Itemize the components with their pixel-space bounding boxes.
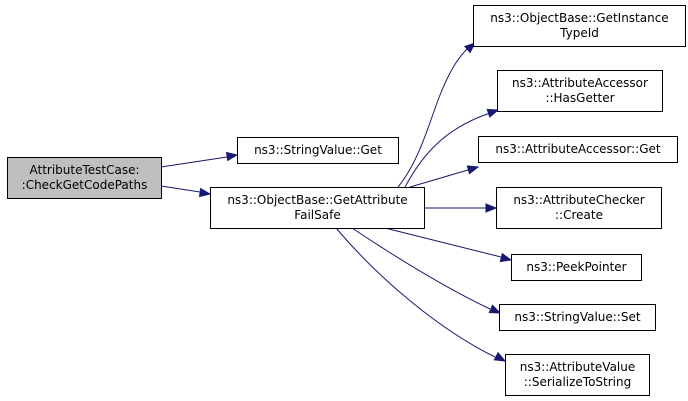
node-checker-create[interactable]: ns3::AttributeChecker::Create [496, 187, 662, 229]
arrowhead-checker_create [485, 203, 498, 213]
node-label-line: ns3::AttributeAccessor [512, 76, 648, 90]
arrowhead-serialize_to_string [493, 351, 507, 362]
node-box [7, 157, 162, 199]
node-label-line: AttributeTestCase: [29, 163, 139, 177]
node-box [505, 354, 650, 396]
edge-get_attribute_fail_safe-to-has_getter [404, 112, 491, 188]
edges [160, 42, 513, 362]
node-label-line: ns3::ObjectBase::GetInstance [490, 11, 668, 25]
node-label-line: ns3::PeekPointer [526, 260, 626, 274]
node-label-line: ns3::AttributeAccessor::Get [495, 142, 660, 156]
node-box [497, 70, 663, 112]
edge-get_attribute_fail_safe-to-serialize_to_string [335, 227, 496, 358]
edge-get_attribute_fail_safe-to-string_value_set [351, 227, 491, 310]
node-box [237, 137, 399, 164]
node-label-line: ns3::AttributeChecker [513, 193, 644, 207]
node-has-getter[interactable]: ns3::AttributeAccessor::HasGetter [497, 70, 663, 112]
node-box [473, 5, 686, 47]
node-label-line: ns3::StringValue::Set [514, 310, 640, 324]
node-label-line: FailSafe [294, 208, 340, 222]
node-accessor-get[interactable]: ns3::AttributeAccessor::Get [478, 136, 678, 163]
node-box [499, 304, 656, 331]
node-string-value-set[interactable]: ns3::StringValue::Set [499, 304, 656, 331]
node-root[interactable]: AttributeTestCase::CheckGetCodePaths [7, 157, 162, 199]
node-label-line: :CheckGetCodePaths [22, 178, 148, 192]
edge-get_attribute_fail_safe-to-accessor_get [409, 169, 469, 188]
node-label-line: ::Create [555, 208, 603, 222]
node-label-line: ::SerializeToString [524, 375, 632, 389]
arrowhead-get_instance_type_id [464, 42, 477, 54]
node-label-line: TypeId [559, 26, 599, 40]
node-label-line: ::HasGetter [545, 91, 614, 105]
edge-root-to-get_attribute_fail_safe [160, 185, 201, 193]
nodes: AttributeTestCase::CheckGetCodePathsns3:… [7, 5, 686, 396]
arrowhead-has_getter [486, 108, 500, 118]
node-serialize-to-string[interactable]: ns3::AttributeValue::SerializeToString [505, 354, 650, 396]
arrowhead-accessor_get [466, 165, 480, 175]
edge-get_attribute_fail_safe-to-get_instance_type_id [397, 47, 469, 188]
arrowhead-peek_pointer [499, 252, 513, 263]
node-box [478, 136, 678, 163]
arrowhead-string_value_set [488, 304, 502, 314]
node-label-line: ns3::ObjectBase::GetAttribute [227, 193, 407, 207]
node-box [511, 254, 642, 281]
node-peek-pointer[interactable]: ns3::PeekPointer [511, 254, 642, 281]
arrowhead-string_value_get [225, 151, 239, 162]
edge-root-to-string_value_get [160, 156, 228, 168]
node-label-line: ns3::AttributeValue [520, 360, 636, 374]
node-label-line: ns3::StringValue::Get [254, 143, 382, 157]
node-box [210, 187, 425, 229]
node-box [496, 187, 662, 229]
node-string-value-get[interactable]: ns3::StringValue::Get [237, 137, 399, 164]
arrowhead-get_attribute_fail_safe [198, 187, 212, 198]
edge-get_attribute_fail_safe-to-peek_pointer [384, 227, 502, 258]
